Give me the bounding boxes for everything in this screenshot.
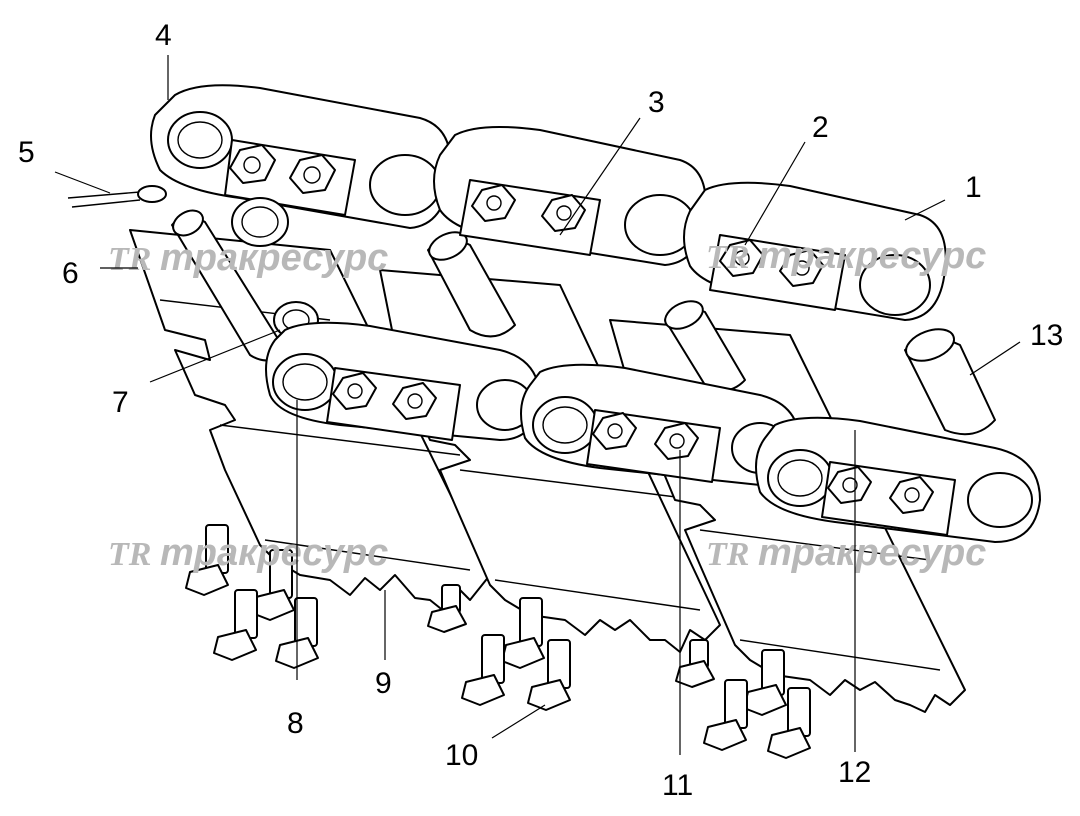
svg-text:тракресурс: тракресурс [758, 235, 986, 277]
callout-1: 1 [965, 171, 982, 204]
callout-10: 10 [445, 739, 478, 772]
track-link-upper-left [150, 84, 452, 229]
shoe-bolt [427, 584, 467, 633]
callout-8: 8 [287, 707, 304, 740]
shoe-bolt [213, 589, 258, 661]
shoe-bolt [461, 634, 505, 706]
track-link-lower-left [265, 321, 541, 441]
svg-text:тракресурс: тракресурс [160, 237, 388, 279]
track-link-lower-right [755, 416, 1041, 543]
shoe-bolt [703, 679, 748, 751]
callout-2: 2 [812, 111, 829, 144]
callout-9: 9 [375, 667, 392, 700]
callout-4: 4 [155, 19, 172, 52]
svg-text:TR: TR [108, 241, 151, 278]
callout-labels: 4 5 6 7 3 2 1 13 8 9 10 11 12 [18, 19, 1063, 802]
shoe-bolt [501, 597, 545, 669]
track-pin-middle [427, 231, 516, 338]
svg-text:TR: TR [706, 536, 749, 573]
svg-text:тракресурс: тракресурс [758, 532, 986, 574]
callout-6: 6 [62, 257, 79, 290]
watermark-top-left: TR тракресурс [108, 237, 388, 279]
callout-13: 13 [1030, 319, 1063, 352]
svg-text:TR: TR [706, 239, 749, 276]
cotter-pin [67, 185, 167, 208]
callout-3: 3 [648, 86, 665, 119]
callout-5: 5 [18, 136, 35, 169]
watermark-top-right: TR тракресурс [706, 235, 986, 277]
track-link-upper-middle [433, 125, 707, 266]
washer [231, 197, 289, 247]
callout-11: 11 [662, 769, 693, 802]
callout-12: 12 [838, 756, 871, 789]
svg-text:тракресурс: тракресурс [160, 532, 388, 574]
shoe-bolt [767, 687, 811, 759]
shoe-bolt [527, 639, 571, 711]
callout-7: 7 [112, 386, 129, 419]
track-pin-13 [904, 328, 996, 436]
track-link-upper-right [683, 181, 947, 321]
svg-text:TR: TR [108, 536, 151, 573]
shoe-bolt [675, 639, 715, 688]
watermark-bottom-right: TR тракресурс [706, 532, 986, 574]
leader-lines [54, 55, 1021, 755]
watermark-bottom-left: TR тракресурс [108, 532, 388, 574]
shoe-bolt [185, 524, 229, 596]
